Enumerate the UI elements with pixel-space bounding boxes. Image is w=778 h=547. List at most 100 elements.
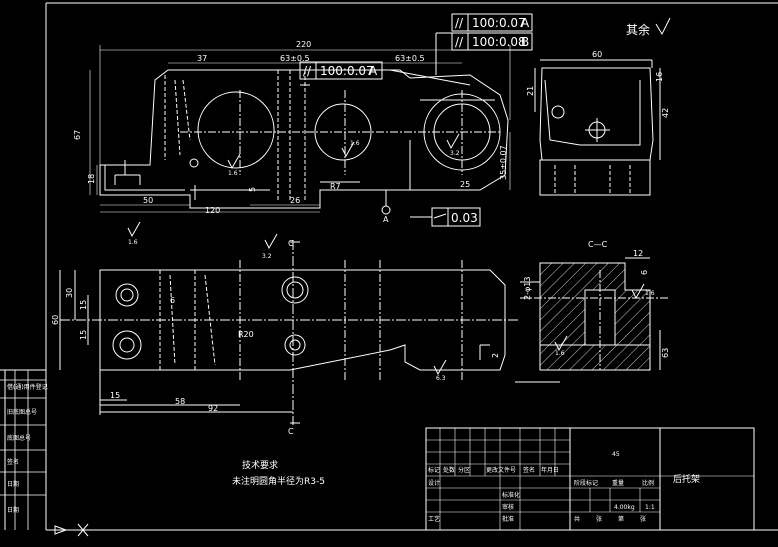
tb-role-1: 标准化 [502, 491, 520, 499]
front-view-dimensions [89, 45, 511, 213]
rough-0: 1.6 [128, 239, 138, 246]
tb-mid-4: 张 [596, 515, 602, 523]
rough-3: 3.2 [450, 150, 460, 157]
top-dim-58: 58 [175, 397, 185, 406]
side-dim-60: 60 [592, 50, 602, 59]
rough-2: 1.6 [350, 140, 360, 147]
top-dim-30: 30 [65, 288, 74, 298]
tol-2-value: 100:0.07 [320, 64, 374, 78]
top-dim-6: 6 [170, 296, 175, 305]
top-view-dim-text: 60 30 15 15 15 58 92 6 R20 2 [51, 288, 500, 413]
front-view-dim-text: 220 37 63±0.5 63±0.5 67 18 50 120 26 25 … [73, 40, 508, 215]
roughness-symbols [127, 133, 645, 376]
side-view [534, 59, 661, 196]
dim-220: 220 [296, 40, 311, 49]
side-view-dim-text: 60 42 21 16 [526, 50, 670, 118]
corner-markers [54, 523, 100, 537]
tb-mid-2: 比例 [642, 479, 654, 487]
roughness-values: 1.6 1.6 1.6 3.2 3.2 6.3 1.6 1.6 [128, 140, 655, 382]
dim-37: 37 [197, 54, 207, 63]
tb-mid-1: 重量 [612, 479, 624, 487]
tb-role-0: 设计 [428, 479, 440, 487]
tb-role-2: 审核 [502, 503, 514, 511]
dim-63-a: 63±0.5 [280, 54, 310, 63]
rough-5: 6.3 [436, 375, 446, 382]
front-view-holes [189, 91, 501, 171]
top-dim-r20: R20 [238, 330, 254, 339]
section-dim-12: 12 [633, 249, 643, 258]
tb-mid-3: 共 [574, 515, 580, 523]
rough-6: 1.6 [555, 350, 565, 357]
tol-0-datum: A [521, 16, 530, 30]
dim-120: 120 [205, 206, 220, 215]
tol-2-datum: A [369, 64, 378, 78]
tb-header-3: 更改文件号 [486, 466, 516, 474]
dim-50: 50 [143, 196, 153, 205]
top-dim-60: 60 [51, 315, 60, 325]
top-dim-15c: 15 [110, 391, 120, 400]
rough-1: 1.6 [228, 170, 238, 177]
tb-mid-0: 阶段标记 [574, 479, 598, 487]
title-block [425, 427, 755, 531]
dim-18: 18 [87, 174, 96, 184]
tolerance-text: // 100:0.07 A // 100:0.08 B // 100:0.07 … [303, 16, 530, 78]
tb-role-3: 工艺 [428, 515, 440, 523]
left-sign-labels: 借(通)用件登记 旧底图总号 底图总号 签名 日期 日期 [7, 383, 48, 514]
side-dim-42: 42 [661, 108, 670, 118]
top-dim-92: 92 [208, 404, 218, 413]
tol-1-sym: // [455, 35, 464, 49]
left-row-4: 日期 [7, 480, 19, 488]
left-row-1: 旧底图总号 [7, 408, 37, 416]
rough-4: 3.2 [262, 253, 272, 260]
dim-r7: R7 [330, 182, 341, 191]
section-dim-text: 12 6 2-φ13 63 [523, 249, 670, 358]
tb-header-2: 分区 [458, 466, 470, 474]
tol-1-value: 100:0.08 [472, 35, 526, 49]
section-marker-bottom: C [288, 427, 294, 436]
left-row-3: 签名 [7, 458, 19, 466]
tol-0-value: 100:0.07 [472, 16, 526, 30]
dim-63-b: 63±0.5 [395, 54, 425, 63]
side-dim-16: 16 [655, 72, 664, 82]
section-title: C—C [588, 240, 608, 249]
top-dim-2: 2 [491, 353, 500, 358]
section-markers: C C C—C [288, 239, 608, 436]
tech-req-text: 未注明圆角半径为R3-5 [232, 475, 325, 487]
tb-mid-5: 第 [618, 515, 624, 523]
tol-1-datum: B [521, 35, 529, 49]
tech-req-title: 技术要求 [242, 459, 278, 471]
flatness-frame [381, 190, 481, 227]
front-view [99, 69, 509, 209]
section-dim-63: 63 [661, 348, 670, 358]
left-sign-column [0, 370, 46, 530]
flatness-value: 0.03 [451, 211, 478, 225]
roughness-note: 其余 [626, 17, 671, 37]
top-view [59, 240, 520, 425]
datum-a-label: A [383, 215, 389, 224]
side-dim-21: 21 [526, 86, 535, 96]
section-view [515, 257, 670, 383]
tb-header-4: 签名 [523, 466, 535, 474]
tb-role-4: 批准 [502, 515, 514, 523]
tb-header-1: 处数 [443, 466, 455, 474]
dim-35: 35±0.07 [499, 145, 508, 180]
tb-scale: 1:1 [645, 504, 655, 511]
dim-5: 5 [248, 187, 257, 192]
section-dim-r13: 2-φ13 [523, 277, 532, 300]
tb-header-0: 标记 [428, 466, 440, 474]
tb-weight: 4.00kg [614, 504, 635, 511]
tb-part-name: 后托架 [673, 473, 700, 485]
dim-25: 25 [460, 180, 470, 189]
roughness-note-text: 其余 [626, 22, 650, 37]
tolerance-frames [299, 13, 533, 80]
tol-0-sym: // [455, 16, 464, 30]
top-dim-15a: 15 [79, 300, 88, 310]
tol-2-sym: // [303, 64, 312, 78]
tb-header-5: 年月日 [541, 466, 559, 474]
rough-7: 1.6 [645, 290, 655, 297]
section-marker-top: C [288, 239, 294, 248]
tb-mark: 45 [612, 451, 620, 458]
tb-mid-6: 张 [640, 515, 646, 523]
title-block-text: 标记 处数 分区 更改文件号 签名 年月日 设计 标准化 审核 工艺 批准 阶段… [428, 451, 700, 523]
